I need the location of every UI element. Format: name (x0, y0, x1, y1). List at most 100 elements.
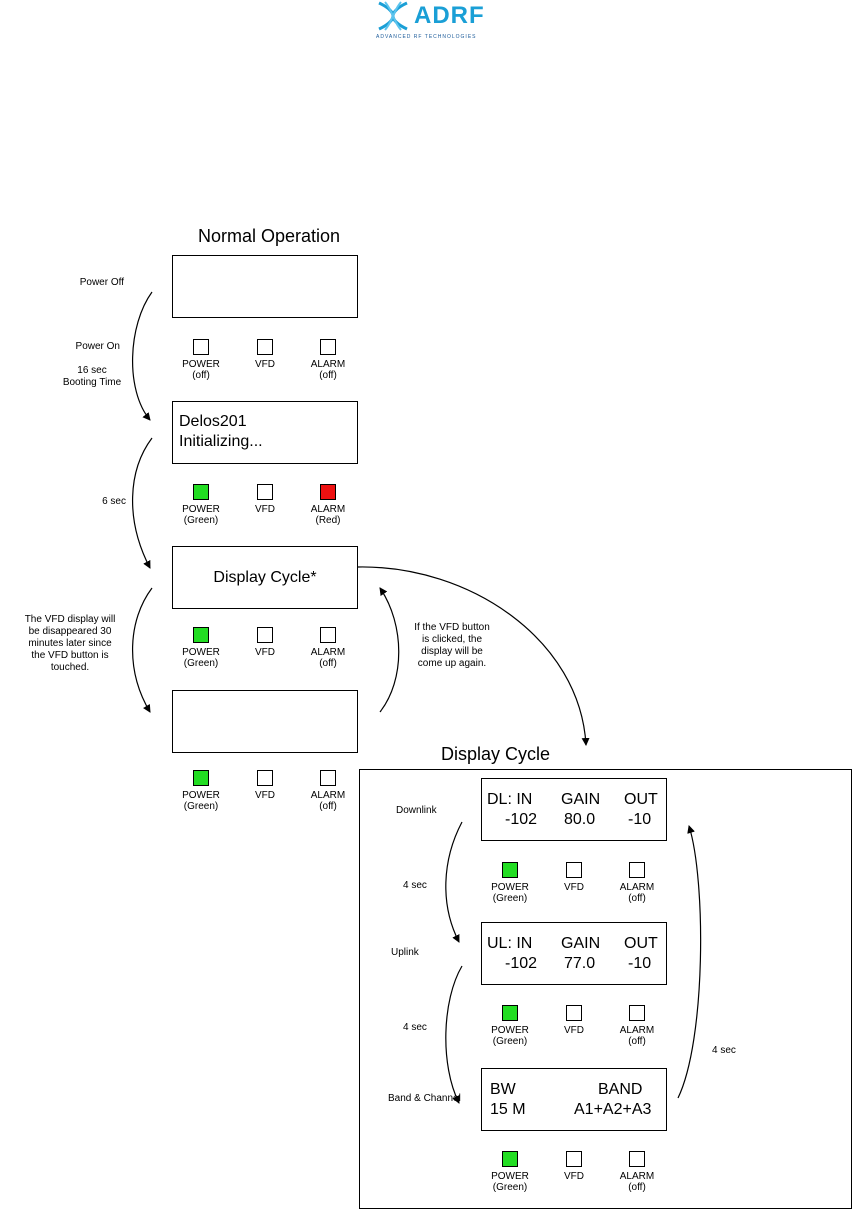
band-value: A1+A2+A3 (574, 1101, 652, 1118)
vfd-led-label: VFD (544, 1171, 604, 1182)
power-led-label: POWER (Green) (480, 882, 540, 904)
note-vfd-clicked: If the VFD button is clicked, the displa… (392, 622, 512, 670)
vfd-led (257, 770, 273, 786)
vfd-display-power-off (172, 255, 358, 318)
vfd-led-label: VFD (235, 790, 295, 801)
vfd-display-band-channel: BW BAND 15 M A1+A2+A3 (481, 1068, 667, 1131)
vfd-display-blank (172, 690, 358, 753)
vfd-led-label: VFD (235, 359, 295, 370)
vfd-led (566, 1005, 582, 1021)
note-vfd-disappear-line1: The VFD display will (24, 614, 116, 625)
vfd-label: VFD (255, 790, 275, 801)
logo-wordmark: ADRF (414, 2, 485, 29)
note-power-off: Power Off (79, 277, 124, 288)
power-label: POWER (491, 1171, 529, 1182)
alarm-label: ALARM (310, 647, 346, 658)
alarm-label: ALARM (310, 359, 346, 370)
band-col1-header: BW (490, 1081, 516, 1098)
alarm-led-label: ALARM (off) (607, 1171, 667, 1193)
alarm-led-label: ALARM (off) (298, 647, 358, 669)
vfd-led (257, 484, 273, 500)
led-row-uplink: POWER (Green) VFD ALARM (off) (481, 1005, 667, 1051)
alarm-label: ALARM (619, 1171, 655, 1182)
bandwidth-value: 15 M (490, 1101, 526, 1118)
ul-col2-header: GAIN (561, 935, 601, 952)
alarm-led-label: ALARM (Red) (298, 504, 358, 526)
alarm-led (320, 339, 336, 355)
vfd-display-downlink: DL: IN GAIN OUT -102 80.0 -10 (481, 778, 667, 841)
vfd-label: VFD (564, 882, 584, 893)
power-led (193, 484, 209, 500)
ul-col3-header: OUT (624, 935, 658, 952)
vfd-display-initializing: Delos201 Initializing... (172, 401, 358, 464)
led-row-power-off: POWER (off) VFD ALARM (off) (172, 339, 358, 385)
note-vfd-disappear: The VFD display will be disappeared 30 m… (6, 614, 134, 674)
power-state: (Green) (183, 658, 219, 669)
power-label: POWER (491, 882, 529, 893)
power-led (193, 339, 209, 355)
power-led-label: POWER (Green) (480, 1171, 540, 1193)
vfd-label: VFD (255, 359, 275, 370)
dl-col2-header: GAIN (561, 791, 601, 808)
note-vfd-clicked-line2: is clicked, the (421, 634, 483, 645)
vfd-led-label: VFD (544, 882, 604, 893)
note-downlink: Downlink (396, 805, 437, 816)
alarm-state: (off) (319, 658, 337, 669)
led-row-display-cycle: POWER (Green) VFD ALARM (off) (172, 627, 358, 673)
ul-input-value: -102 (505, 955, 538, 972)
power-led (502, 1151, 518, 1167)
vfd-label: VFD (255, 647, 275, 658)
power-label: POWER (182, 647, 220, 658)
logo-tagline: ADVANCED RF TECHNOLOGIES (376, 34, 477, 40)
power-state: (Green) (492, 1036, 528, 1047)
power-led (502, 862, 518, 878)
display-cycle-panel (359, 769, 852, 1209)
vfd-led-label: VFD (235, 504, 295, 515)
vfd-display-uplink: UL: IN GAIN OUT -102 77.0 -10 (481, 922, 667, 985)
note-4-sec-c: 4 sec (712, 1045, 736, 1056)
alarm-label: ALARM (310, 790, 346, 801)
dl-col1-header: DL: IN (487, 791, 533, 808)
alarm-state: (off) (628, 1036, 646, 1047)
note-vfd-clicked-line3: display will be (421, 646, 483, 657)
alarm-led (629, 862, 645, 878)
alarm-state: (Red) (315, 515, 341, 526)
normal-operation-title: Normal Operation (198, 226, 341, 246)
power-state: (Green) (183, 515, 219, 526)
note-boot-time: 16 sec Booting Time (44, 365, 140, 389)
vfd-label: VFD (255, 504, 275, 515)
adrf-logo: ADRF ADVANCED RF TECHNOLOGIES (376, 0, 491, 42)
power-led-label: POWER (Green) (171, 504, 231, 526)
note-4-sec-b: 4 sec (403, 1022, 427, 1033)
power-led-label: POWER (Green) (171, 647, 231, 669)
ul-gain-value: 77.0 (564, 955, 596, 972)
note-vfd-clicked-line1: If the VFD button (414, 622, 490, 633)
vfd-led (257, 339, 273, 355)
power-state: (Green) (492, 893, 528, 904)
led-row-initializing: POWER (Green) VFD ALARM (Red) (172, 484, 358, 530)
alarm-state: (off) (319, 370, 337, 381)
vfd-led-label: VFD (235, 647, 295, 658)
led-row-downlink: POWER (Green) VFD ALARM (off) (481, 862, 667, 908)
note-boot-line2: Booting Time (62, 377, 122, 388)
power-led-label: POWER (Green) (171, 790, 231, 812)
note-uplink: Uplink (391, 947, 419, 958)
note-vfd-disappear-line5: touched. (50, 662, 90, 673)
alarm-label: ALARM (310, 504, 346, 515)
power-state: (Green) (183, 801, 219, 812)
vfd-display-cycle: Display Cycle* (172, 546, 358, 609)
vfd-led (257, 627, 273, 643)
vfd-line-2: Initializing... (179, 433, 263, 450)
vfd-led-label: VFD (544, 1025, 604, 1036)
power-led-label: POWER (Green) (480, 1025, 540, 1047)
power-led (502, 1005, 518, 1021)
alarm-led-label: ALARM (off) (298, 359, 358, 381)
power-led (193, 627, 209, 643)
dl-output-value: -10 (628, 811, 652, 828)
power-led (193, 770, 209, 786)
dl-input-value: -102 (505, 811, 538, 828)
alarm-led (320, 770, 336, 786)
power-led-label: POWER (off) (171, 359, 231, 381)
alarm-led (320, 484, 336, 500)
